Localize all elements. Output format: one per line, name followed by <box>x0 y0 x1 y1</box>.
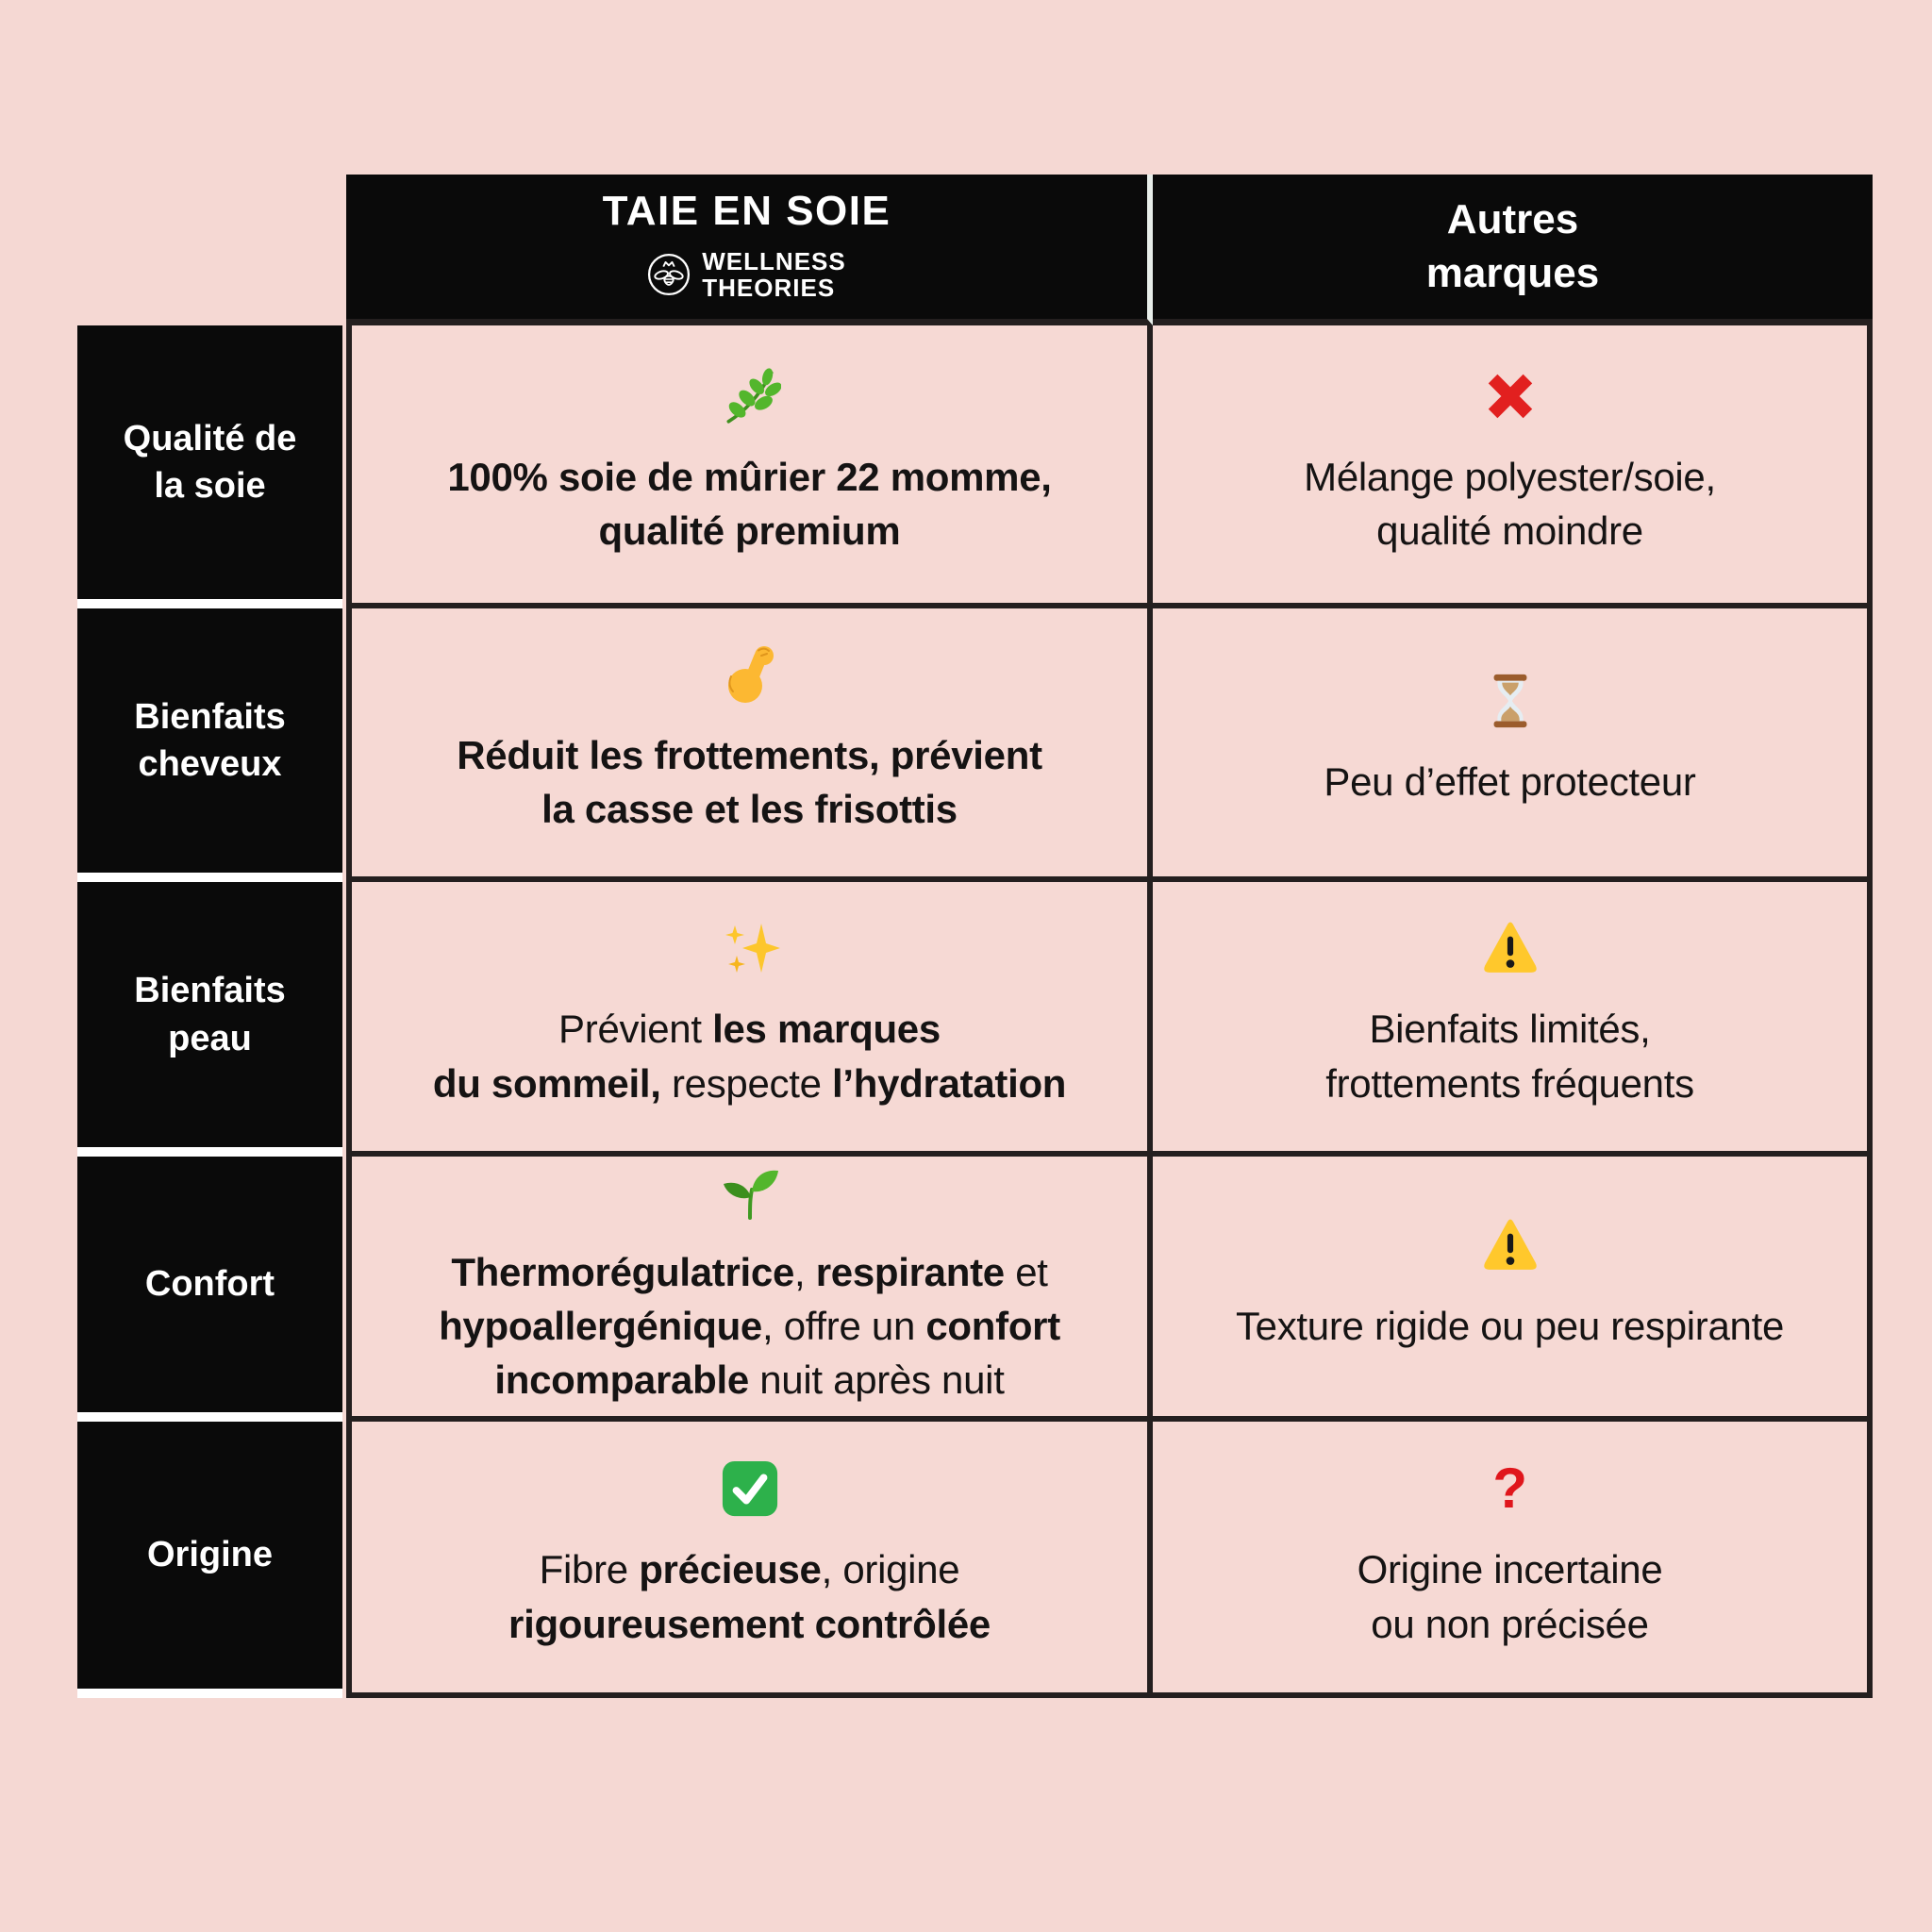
text-segment: Mélange polyester/soie,qualité moindre <box>1304 454 1716 553</box>
text-segment: Peu d’effet protecteur <box>1324 759 1696 805</box>
text-segment: et <box>1004 1249 1048 1294</box>
brand-title: TAIE EN SOIE <box>602 188 891 234</box>
text-segment: , <box>794 1249 816 1294</box>
brand-cell-text: Thermorégulatrice, respirante et hypoalle… <box>439 1245 1060 1407</box>
brand-cell: Thermorégulatrice, respirante et hypoalle… <box>346 1157 1153 1422</box>
others-title: Autres marques <box>1426 193 1599 300</box>
text-segment: rigoureusement contrôlée <box>508 1601 991 1646</box>
text-segment: Thermorégulatrice <box>451 1249 794 1294</box>
warning-icon <box>1482 1214 1539 1276</box>
others-cell-text: Bienfaits limités,frottements fréquents <box>1325 1002 1694 1109</box>
hourglass-icon <box>1481 670 1540 732</box>
text-segment: l’hydratation <box>832 1060 1067 1106</box>
comparison-table: TAIE EN SOIE WELLNESS THEORIES Autres ma… <box>77 175 1873 1698</box>
text-segment: nuit après nuit <box>748 1357 1005 1403</box>
others-title-line1: Autres <box>1446 196 1579 243</box>
others-cell-text: Mélange polyester/soie,qualité moindre <box>1304 450 1716 558</box>
others-cell: Bienfaits limités,frottements fréquents <box>1153 882 1873 1157</box>
bee-icon <box>647 243 691 306</box>
brand-cell-text: 100% soie de mûrier 22 momme,qualité pre… <box>447 450 1052 558</box>
others-cell-text: Texture rigide ou peu respirante <box>1236 1299 1784 1353</box>
text-segment: respecte <box>660 1060 833 1106</box>
flexed-biceps-icon <box>720 643 780 706</box>
row-label-text: Origine <box>146 1535 274 1575</box>
text-segment: Prévient <box>558 1007 713 1052</box>
text-segment: hypoallergénique <box>439 1303 762 1348</box>
brand-cell: Fibre précieuse, origine rigoureusement c… <box>346 1422 1153 1698</box>
brand-logo-text: WELLNESS THEORIES <box>702 248 845 301</box>
text-segment: Texture rigide ou peu respirante <box>1235 1303 1785 1348</box>
text-segment: précieuse <box>639 1547 822 1592</box>
brand-logo-line2: THEORIES <box>702 274 836 302</box>
text-segment: , origine <box>821 1547 960 1592</box>
row-label-text: Confort <box>144 1264 275 1305</box>
seedling-icon <box>720 1160 780 1223</box>
text-segment: Bienfaits limités,frottements fréquents <box>1325 1007 1694 1106</box>
others-cell: Texture rigide ou peu respirante <box>1153 1157 1873 1422</box>
text-segment: Fibre <box>539 1547 640 1592</box>
check-mark-icon <box>721 1457 779 1520</box>
text-segment: , offre un <box>762 1303 926 1348</box>
others-cell-text: Peu d’effet protecteur <box>1324 755 1696 808</box>
corner-spacer <box>77 175 346 325</box>
warning-icon <box>1482 917 1539 979</box>
brand-header: TAIE EN SOIE WELLNESS THEORIES <box>346 175 1153 325</box>
row-label-3: Confort <box>77 1157 342 1422</box>
text-segment: respirante <box>815 1249 1005 1294</box>
sparkles-icon <box>720 917 780 979</box>
herb-icon <box>719 365 781 427</box>
red-question-mark-icon: ? <box>1492 1457 1527 1521</box>
others-title-line2: marques <box>1425 249 1600 296</box>
brand-logo: WELLNESS THEORIES <box>647 243 845 306</box>
others-cell: Mélange polyester/soie,qualité moindre <box>1153 325 1873 608</box>
others-cell: Peu d’effet protecteur <box>1153 608 1873 882</box>
brand-cell-text: Fibre précieuse, origine rigoureusement c… <box>508 1542 991 1650</box>
cross-mark-icon <box>1481 365 1540 427</box>
brand-cell: 100% soie de mûrier 22 momme,qualité pre… <box>346 325 1153 608</box>
row-label-4: Origine <box>77 1422 342 1698</box>
others-header: Autres marques <box>1153 175 1873 325</box>
brand-logo-line1: WELLNESS <box>702 246 846 275</box>
text-segment: 100% soie de mûrier 22 momme,qualité pre… <box>447 454 1052 553</box>
